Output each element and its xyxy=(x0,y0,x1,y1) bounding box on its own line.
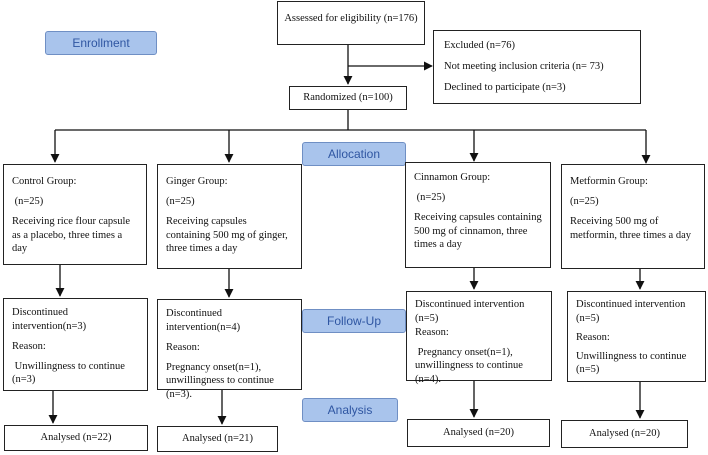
control-group-box: Control Group: (n=25) Receiving rice flo… xyxy=(3,164,147,265)
assessed-text: Assessed for eligibility (n=176) xyxy=(284,13,418,24)
stage-follow-up: Follow-Up xyxy=(302,309,406,333)
ginger-group-box: Ginger Group: (n=25) Receiving capsules … xyxy=(157,164,302,269)
excluded-reason-criteria: Not meeting inclusion criteria (n= 73) xyxy=(444,60,604,72)
group-description: Receiving 500 mg of metformin, three tim… xyxy=(570,215,692,241)
metformin-group-box: Metformin Group: (n=25) Receiving 500 mg… xyxy=(561,164,705,269)
group-description: Receiving capsules containing 500 mg of … xyxy=(166,215,291,255)
reason-details: Pregnancy onset(n=1), unwillingness to c… xyxy=(166,361,277,401)
cinnamon-group-box: Cinnamon Group: (n=25) Receiving capsule… xyxy=(405,162,551,268)
stage-analysis: Analysis xyxy=(302,398,398,422)
group-name: Ginger Group: xyxy=(166,176,228,187)
analysed-text: Analysed (n=20) xyxy=(443,427,514,438)
group-n: (n=25) xyxy=(166,195,195,207)
metformin-followup-box: Discontinued intervention (n=5) Reason: … xyxy=(567,291,706,382)
assessed-box: Assessed for eligibility (n=176) xyxy=(277,1,425,45)
discontinued-text: Discontinued intervention(n=3) xyxy=(12,307,87,332)
group-n: (n=25) xyxy=(414,191,446,203)
group-description: Receiving capsules containing 500 mg of … xyxy=(414,211,545,251)
group-name: Cinnamon Group: xyxy=(414,172,491,183)
group-n: (n=25) xyxy=(570,195,599,207)
excluded-box: Excluded (n=76) Not meeting inclusion cr… xyxy=(433,30,641,104)
control-followup-box: Discontinued intervention(n=3) Reason: U… xyxy=(3,298,148,391)
stage-enrollment: Enrollment xyxy=(45,31,157,55)
group-description: Receiving rice flour capsule as a placeb… xyxy=(12,215,133,255)
cinnamon-followup-box: Discontinued intervention (n=5) Reason: … xyxy=(406,291,552,385)
reason-label: Reason: xyxy=(415,326,449,338)
metformin-analysed-box: Analysed (n=20) xyxy=(561,420,688,448)
cinnamon-analysed-box: Analysed (n=20) xyxy=(407,419,550,447)
reason-label: Reason: xyxy=(12,340,46,352)
analysed-text: Analysed (n=20) xyxy=(589,428,660,439)
discontinued-text: Discontinued intervention (n=5) xyxy=(415,299,527,324)
excluded-reason-declined: Declined to participate (n=3) xyxy=(444,81,566,93)
reason-details: Unwillingness to continue (n=3) xyxy=(12,360,128,386)
ginger-analysed-box: Analysed (n=21) xyxy=(157,426,278,452)
excluded-title: Excluded (n=76) xyxy=(444,40,515,51)
reason-details: Pregnancy onset(n=1), unwillingness to c… xyxy=(415,346,526,386)
stage-allocation: Allocation xyxy=(302,142,406,166)
discontinued-text: Discontinued intervention (n=5) xyxy=(576,299,688,324)
group-name: Metformin Group: xyxy=(570,176,648,187)
randomized-text: Randomized (n=100) xyxy=(303,92,393,103)
control-analysed-box: Analysed (n=22) xyxy=(4,425,148,451)
group-n: (n=25) xyxy=(12,195,44,207)
analysed-text: Analysed (n=21) xyxy=(182,433,253,444)
reason-label: Reason: xyxy=(166,341,200,353)
reason-details: Unwillingness to continue (n=5) xyxy=(576,350,689,376)
analysed-text: Analysed (n=22) xyxy=(40,432,112,443)
group-name: Control Group: xyxy=(12,176,77,187)
discontinued-text: Discontinued intervention(n=4) xyxy=(166,308,241,333)
reason-label: Reason: xyxy=(576,331,610,343)
ginger-followup-box: Discontinued intervention(n=4) Reason: P… xyxy=(157,299,302,400)
randomized-box: Randomized (n=100) xyxy=(289,86,407,110)
